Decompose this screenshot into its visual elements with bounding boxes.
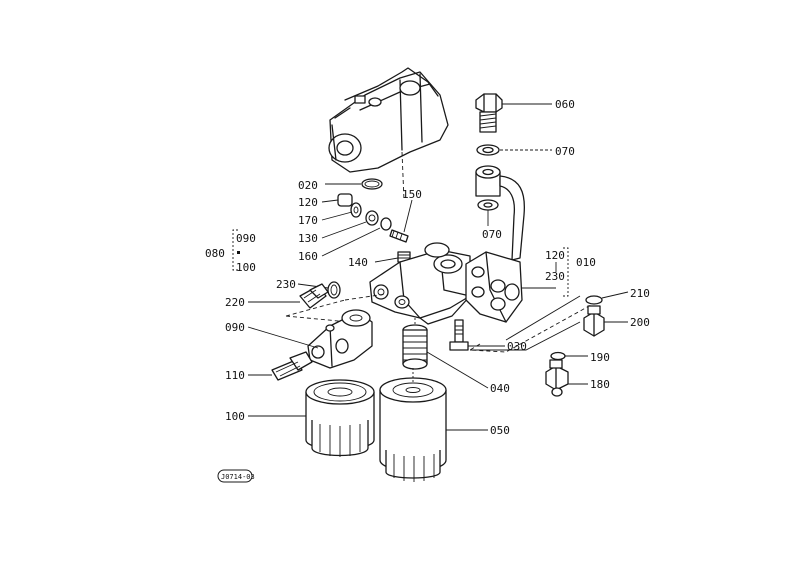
callout-210: 210 [630, 287, 650, 300]
callout-230-right: 230 [545, 270, 565, 283]
callout-100-set: 100 [236, 261, 256, 274]
callout-100-filter: 100 [225, 410, 245, 423]
callout-120-right: 120 [545, 249, 565, 262]
callout-180: 180 [590, 378, 610, 391]
oil-filter-100 [305, 379, 375, 457]
callout-110: 110 [225, 369, 245, 382]
callout-030: 030 [507, 340, 527, 353]
seal-washer-070-upper [476, 144, 500, 156]
callout-220: 220 [225, 296, 245, 309]
callout-150: 150 [402, 188, 422, 201]
pump-center-line [401, 151, 405, 201]
callout-020: 020 [298, 179, 318, 192]
oil-pump-housing [369, 242, 471, 325]
callout-230-left: 230 [276, 278, 296, 291]
fitting-110 [271, 351, 313, 381]
union-fitting-220 [299, 283, 329, 309]
o-ring-020 [361, 178, 383, 190]
oil-filter-050 [379, 377, 447, 482]
callout-080: 080 [205, 247, 225, 260]
relief-valve-body [465, 251, 523, 323]
callout-160: 160 [298, 250, 318, 263]
washer-170 [350, 202, 362, 218]
banjo-bolt-060 [475, 93, 503, 133]
callout-120-left: 120 [298, 196, 318, 209]
callout-040: 040 [490, 382, 510, 395]
callout-090-set: 090 [236, 232, 256, 245]
o-ring-230 [327, 281, 341, 299]
callout-190: 190 [590, 351, 610, 364]
plug-200 [583, 305, 605, 337]
bracket-010 [563, 247, 569, 297]
bolt-030 [449, 319, 469, 351]
drawing-code: J0714-03 [221, 473, 255, 481]
callout-060: 060 [555, 98, 575, 111]
ball-160 [380, 217, 392, 231]
plug-120 [337, 193, 353, 207]
callout-170: 170 [298, 214, 318, 227]
callout-010: 010 [576, 256, 596, 269]
callout-050: 050 [490, 424, 510, 437]
pressure-switch-180 [545, 359, 569, 397]
hydraulic-pump [328, 67, 449, 173]
banjo-fitting-and-pipe [475, 165, 526, 261]
spring-130 [365, 210, 379, 226]
gasket-190 [550, 351, 566, 361]
callout-070-upper: 070 [555, 145, 575, 158]
set-bracket-080 [232, 229, 240, 271]
stud-150 [389, 229, 409, 243]
element-040 [402, 324, 428, 370]
callout-130: 130 [298, 232, 318, 245]
callout-090-head: 090 [225, 321, 245, 334]
drawing-code-badge: J0714-03 [217, 469, 255, 483]
gasket-210 [585, 295, 603, 305]
callout-200: 200 [630, 316, 650, 329]
callout-070-lower: 070 [482, 228, 502, 241]
callout-140: 140 [348, 256, 368, 269]
filter-head-090 [307, 309, 373, 369]
